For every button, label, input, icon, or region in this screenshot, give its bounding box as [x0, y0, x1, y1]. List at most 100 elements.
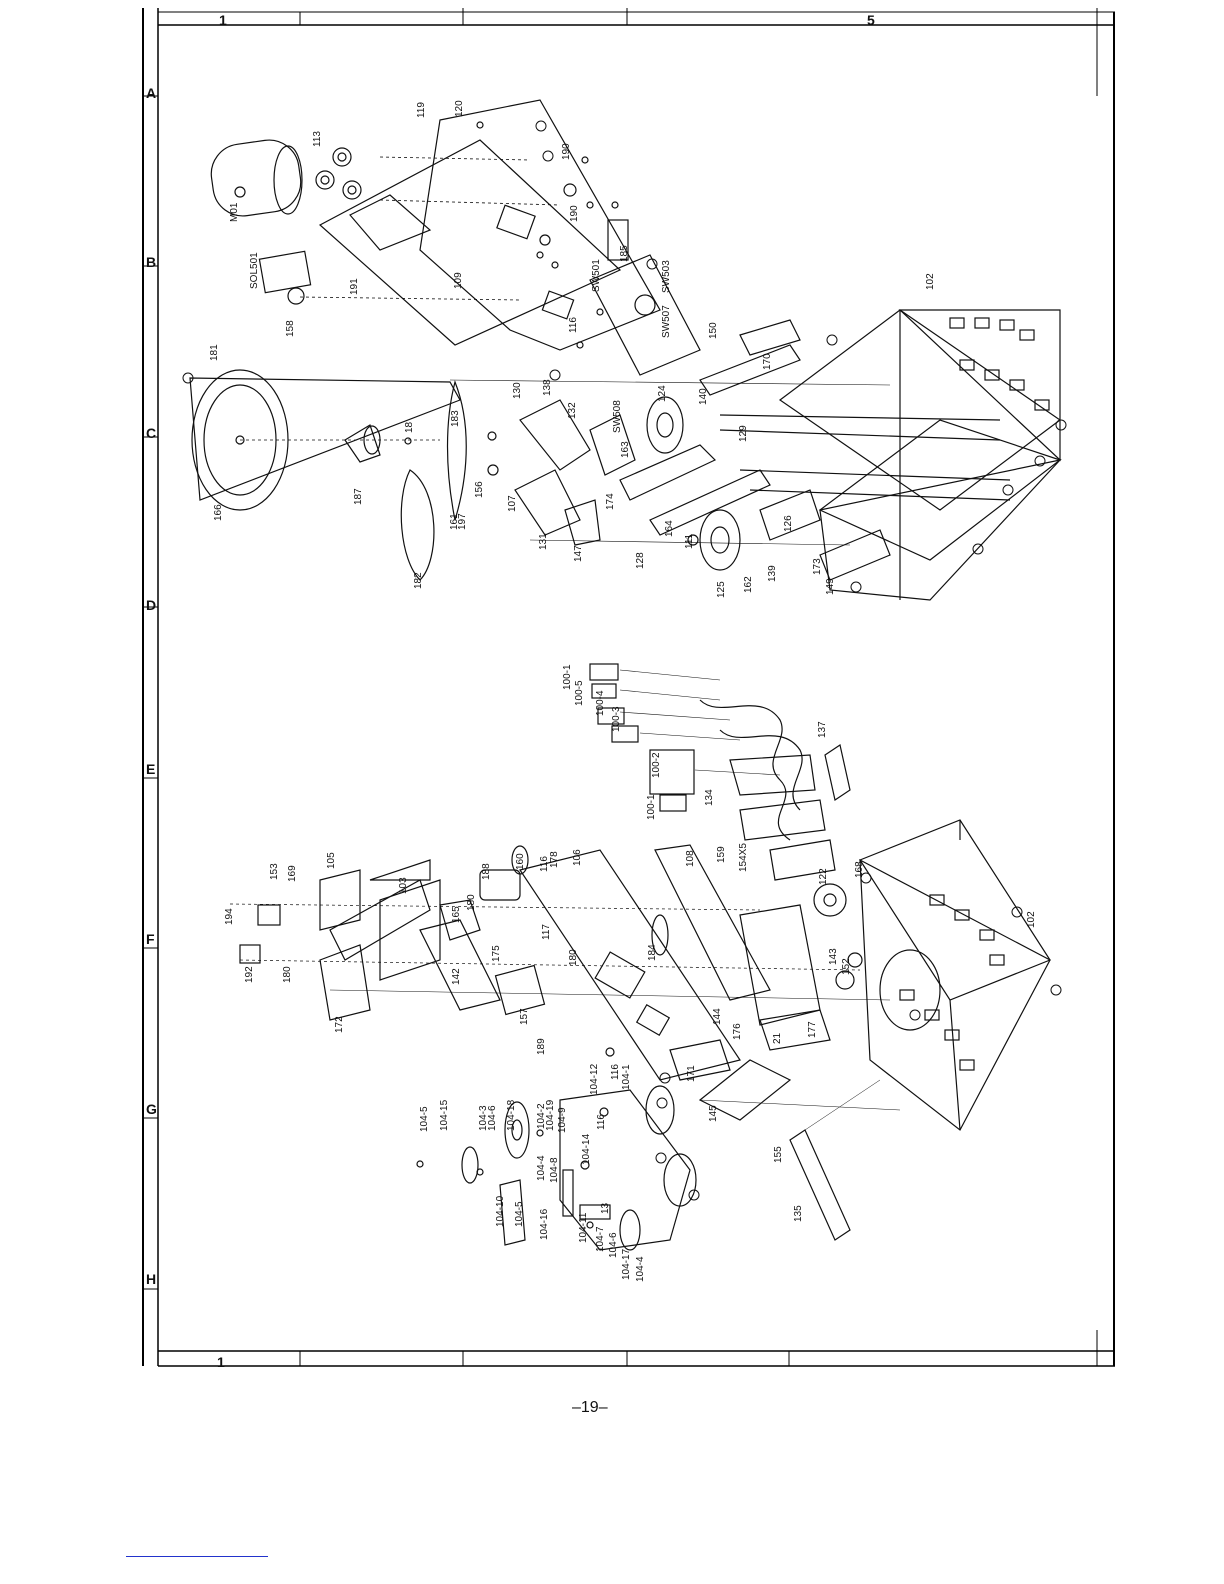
- lower-part-label: 143: [828, 948, 839, 965]
- lower-part-label: 178: [549, 851, 560, 868]
- lower-part-label: 100-2: [651, 752, 662, 778]
- lower-part-label: 159: [716, 846, 727, 863]
- upper-part-label: SW503: [661, 260, 672, 293]
- lower-part-label: 108: [685, 850, 696, 867]
- grid-row-h: H: [146, 1271, 157, 1287]
- lower-part-label: 104-5: [514, 1201, 525, 1227]
- lower-part-label: 104-7: [595, 1226, 606, 1252]
- upper-part-label: 166: [213, 504, 224, 521]
- lower-part-label: 184: [647, 944, 658, 961]
- lower-part-label: 104-1: [621, 1064, 632, 1090]
- upper-part-label: 149: [825, 578, 836, 595]
- grid-column-1-top: 1: [219, 12, 227, 28]
- lower-part-label: 165: [451, 906, 462, 923]
- lower-part-label: 104-8: [549, 1157, 560, 1183]
- lower-part-label: 100-5: [574, 680, 585, 706]
- upper-part-label: M01: [229, 202, 240, 222]
- grid-row-f: F: [146, 931, 155, 947]
- page-number: –19–: [572, 1399, 608, 1416]
- upper-part-label: SW508: [612, 400, 623, 433]
- lower-part-label: 137: [817, 721, 828, 738]
- upper-part-label: 120: [454, 100, 465, 117]
- lower-part-label: 104-6: [487, 1105, 498, 1131]
- upper-part-label: 113: [312, 131, 323, 147]
- lower-part-label: 13: [600, 1202, 611, 1214]
- lower-part-label: 192: [244, 966, 255, 983]
- lower-part-label: 104-5: [419, 1106, 430, 1132]
- lower-part-label: 104-6: [608, 1232, 619, 1258]
- lower-part-label: 180: [466, 894, 477, 911]
- lower-part-label: 142: [451, 968, 462, 985]
- lower-part-label: 100-1: [562, 664, 573, 690]
- lower-part-label: 188: [481, 863, 492, 880]
- upper-part-label: 174: [605, 493, 616, 510]
- upper-part-label: SW501: [591, 259, 602, 292]
- lower-part-label: 116: [539, 856, 550, 872]
- upper-part-label: 150: [708, 322, 719, 339]
- upper-part-label: 131: [538, 533, 549, 550]
- lower-part-label: 100-1: [646, 794, 657, 820]
- grid-row-e: E: [146, 761, 156, 777]
- lower-part-label: 145: [708, 1105, 719, 1122]
- upper-part-label: 119: [416, 102, 427, 118]
- upper-part-label: 185: [619, 245, 630, 262]
- upper-part-label: 190: [569, 205, 580, 222]
- upper-part-label: 158: [285, 320, 296, 337]
- lower-part-label: 106: [572, 849, 583, 866]
- upper-part-label: 102: [925, 273, 936, 290]
- lower-part-label: 104-19: [545, 1099, 556, 1131]
- upper-part-label: 139: [767, 565, 778, 582]
- lower-part-label: 194: [224, 908, 235, 925]
- lower-part-label: 104-4: [536, 1155, 547, 1181]
- lower-part-label: 134: [704, 789, 715, 806]
- upper-part-label: SW507: [661, 305, 672, 338]
- lower-part-label: 116: [610, 1064, 621, 1080]
- upper-part-label: 132: [567, 402, 578, 419]
- upper-part-label: 109: [453, 272, 464, 289]
- grid-column-1-bottom: 1: [217, 1354, 225, 1370]
- upper-part-label: 163: [620, 441, 631, 458]
- lower-part-label: 168: [854, 861, 865, 878]
- upper-mechanism-drawing: [189, 99, 1062, 601]
- upper-part-label: 147: [573, 545, 584, 562]
- lower-part-label: 104-18: [506, 1099, 517, 1131]
- upper-part-label: 156: [474, 481, 485, 498]
- lower-part-label: 171: [686, 1065, 697, 1082]
- lower-part-label: 21: [772, 1032, 783, 1044]
- upper-part-label: 183: [450, 410, 461, 427]
- lower-part-label: 104-14: [581, 1133, 592, 1165]
- lower-part-label: 105: [326, 852, 337, 869]
- lower-part-label: 154X5: [738, 843, 749, 872]
- lower-part-label: 122: [818, 868, 829, 885]
- lower-part-label: 104-10: [495, 1195, 506, 1227]
- lower-part-label: 102: [1026, 911, 1037, 928]
- upper-part-label: SOL501: [249, 252, 260, 289]
- lower-part-label: 104-11: [578, 1212, 589, 1243]
- upper-part-label: 124: [657, 385, 668, 402]
- upper-part-label: 138: [542, 379, 553, 396]
- lower-part-label: 135: [793, 1205, 804, 1222]
- upper-part-label: 111: [684, 533, 695, 549]
- upper-part-label: 190: [561, 143, 572, 160]
- upper-part-label: 129: [738, 425, 749, 442]
- grid-column-5-top: 5: [867, 12, 875, 28]
- upper-part-label: 18: [404, 421, 415, 433]
- lower-part-label: 176: [732, 1023, 743, 1040]
- footer-link-underline[interactable]: [126, 1556, 268, 1557]
- lower-part-label: 189: [536, 1038, 547, 1055]
- grid-row-a: A: [146, 85, 157, 101]
- lower-part-label: 117: [541, 924, 552, 940]
- upper-part-label: 161: [449, 513, 460, 530]
- lower-part-label: 175: [491, 945, 502, 962]
- grid-row-c: C: [146, 425, 157, 441]
- lower-part-label: 157: [519, 1008, 530, 1025]
- upper-part-label: 164: [664, 520, 675, 537]
- grid-row-b: B: [146, 254, 157, 270]
- upper-part-label: 126: [783, 515, 794, 532]
- lower-part-label: 169: [287, 865, 298, 882]
- lower-part-label: 153: [269, 863, 280, 880]
- upper-part-label: 187: [353, 488, 364, 505]
- grid-row-g: G: [146, 1101, 157, 1117]
- lower-part-label: 152: [841, 958, 852, 975]
- lower-mechanism-drawing: [229, 663, 1051, 1251]
